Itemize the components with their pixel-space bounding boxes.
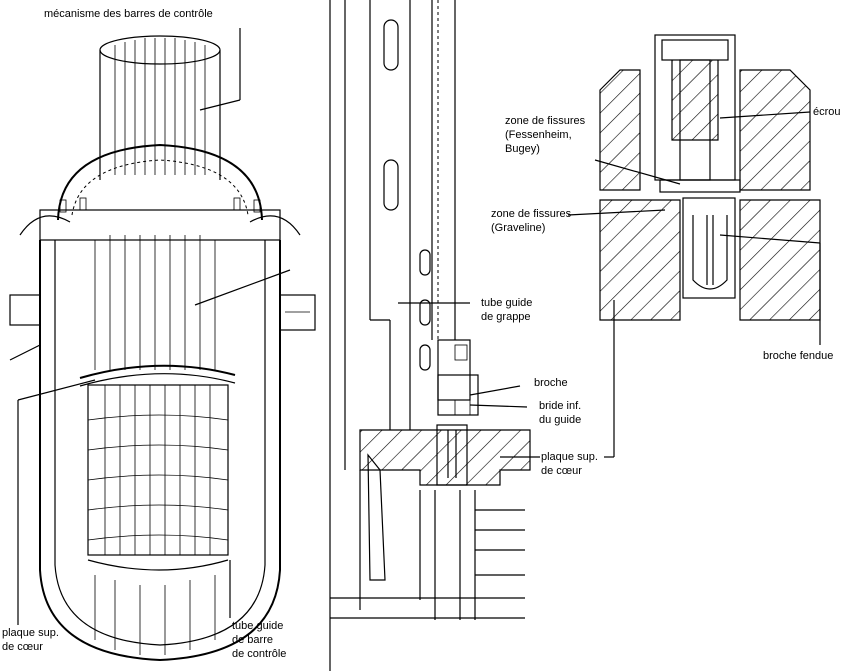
leader-broche bbox=[469, 385, 521, 396]
label-guide-tube-line3: de contrôle bbox=[232, 648, 287, 660]
broche-head bbox=[454, 399, 471, 416]
ecrou-nut bbox=[671, 60, 719, 141]
leader-core-plate bbox=[17, 379, 96, 401]
label-guide-tube-line2: de barre bbox=[232, 634, 273, 646]
lower-plate-right bbox=[739, 199, 821, 321]
leader-guide-tube bbox=[194, 269, 291, 306]
label-guide-tube-line1: tube guide bbox=[232, 620, 284, 632]
label-zone-graveline-line1: zone de fissures bbox=[491, 208, 572, 220]
label-core-plate-line1: plaque sup. bbox=[2, 627, 59, 639]
split-pin-detail-illustration bbox=[567, 34, 821, 345]
vessel-bottom-head bbox=[39, 569, 281, 662]
label-zone-fessenheim-line3: Bugey) bbox=[505, 143, 540, 155]
guide-tube-slots bbox=[383, 19, 431, 371]
label-control-rod-mechanism: mécanisme des barres de contrôle bbox=[44, 8, 213, 20]
pin-collar bbox=[659, 179, 741, 193]
label-ecrou: écrou bbox=[813, 106, 841, 118]
core-region bbox=[87, 384, 229, 556]
outlet-nozzle bbox=[279, 294, 316, 331]
reactor-vessel-illustration bbox=[9, 28, 316, 662]
label-tube-guide-grappe-line2: de grappe bbox=[481, 311, 531, 323]
label-zone-fessenheim-line1: zone de fissures bbox=[505, 115, 586, 127]
lower-internals bbox=[94, 575, 216, 655]
lower-plate-left bbox=[599, 199, 681, 321]
label-zone-fessenheim-line2: (Fessenheim, bbox=[505, 129, 572, 141]
label-core-plate-line2: de cœur bbox=[2, 641, 43, 653]
label-bride-line1: bride inf. bbox=[539, 400, 582, 412]
leader-bride bbox=[469, 404, 528, 408]
upper-internals-guide-tubes bbox=[94, 235, 216, 370]
guide-tube-section-illustration bbox=[329, 0, 615, 671]
control-rod-drive-shafts bbox=[114, 38, 206, 175]
broche-fendue-body bbox=[682, 197, 736, 299]
label-zone-graveline-line2: (Graveline) bbox=[491, 222, 546, 234]
flange-studs bbox=[59, 197, 261, 213]
upper-core-plate bbox=[79, 364, 236, 379]
label-plaque-sup-line1: plaque sup. bbox=[541, 451, 598, 463]
leader-ecrou bbox=[719, 111, 811, 119]
upper-block-left bbox=[599, 69, 641, 191]
label-broche-fendue: broche fendue bbox=[763, 350, 834, 362]
vessel-head bbox=[57, 143, 263, 221]
label-bride-line2: du guide bbox=[539, 414, 582, 426]
vessel-flange bbox=[39, 209, 281, 241]
mechanism-housing-top bbox=[99, 35, 221, 65]
leader-broche-fendue bbox=[719, 234, 821, 244]
upper-block-right bbox=[739, 69, 811, 191]
fuel-assemblies bbox=[87, 385, 229, 555]
split-pin-section bbox=[436, 424, 468, 486]
label-broche: broche bbox=[534, 377, 568, 389]
inlet-nozzle bbox=[9, 294, 41, 326]
label-plaque-sup-line2: de cœur bbox=[541, 465, 582, 477]
leader-zone-graveline bbox=[567, 209, 666, 216]
label-tube-guide-grappe-line1: tube guide bbox=[481, 297, 533, 309]
guide-tube-flange bbox=[437, 339, 471, 401]
leader-zone-fessenheim bbox=[594, 159, 681, 185]
